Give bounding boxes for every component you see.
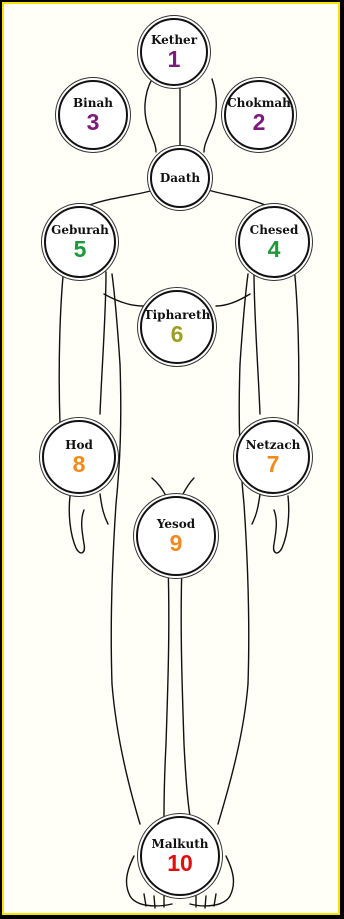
diagram-frame: Kether 1 Chokmah 2 Binah 3 Daath Chesed …	[2, 2, 340, 915]
sephirah-name: Chokmah	[227, 96, 291, 110]
sephirah-name: Binah	[73, 96, 113, 110]
sephirah-geburah: Geburah 5	[44, 206, 116, 278]
sephirah-name: Malkuth	[152, 837, 209, 851]
sephirah-number: 6	[171, 322, 184, 346]
sephirah-name: Hod	[65, 438, 93, 452]
sephirah-chesed: Chesed 4	[238, 206, 310, 278]
sephirah-number: 9	[170, 531, 183, 555]
sephirah-name: Chesed	[250, 223, 299, 237]
sephirah-number: 3	[87, 110, 100, 134]
sephirah-number: 5	[74, 237, 87, 261]
sephirah-number: 7	[267, 452, 280, 476]
sephirah-number: 2	[253, 110, 266, 134]
sephirah-name: Daath	[160, 171, 200, 185]
sephirah-number: 10	[167, 851, 193, 875]
sephirah-name: Yesod	[157, 517, 195, 531]
sephirah-number: 1	[168, 47, 181, 71]
sephirah-number: 8	[73, 452, 86, 476]
sephirah-yesod: Yesod 9	[136, 496, 216, 576]
sephirah-name: Kether	[151, 33, 197, 47]
sephirah-chokmah: Chokmah 2	[224, 80, 294, 150]
sephirah-binah: Binah 3	[58, 80, 128, 150]
sephirah-daath: Daath	[150, 148, 210, 208]
sephirah-name: Geburah	[51, 223, 109, 237]
sephirah-name: Tiphareth	[144, 308, 211, 322]
sephirah-kether: Kether 1	[140, 18, 208, 86]
sephirah-number: 4	[268, 237, 281, 261]
sephirah-name: Netzach	[246, 438, 301, 452]
sephirah-netzach: Netzach 7	[236, 420, 310, 494]
sephirah-tiphareth: Tiphareth 6	[140, 290, 214, 364]
sephirah-malkuth: Malkuth 10	[140, 816, 220, 896]
sephirah-hod: Hod 8	[42, 420, 116, 494]
